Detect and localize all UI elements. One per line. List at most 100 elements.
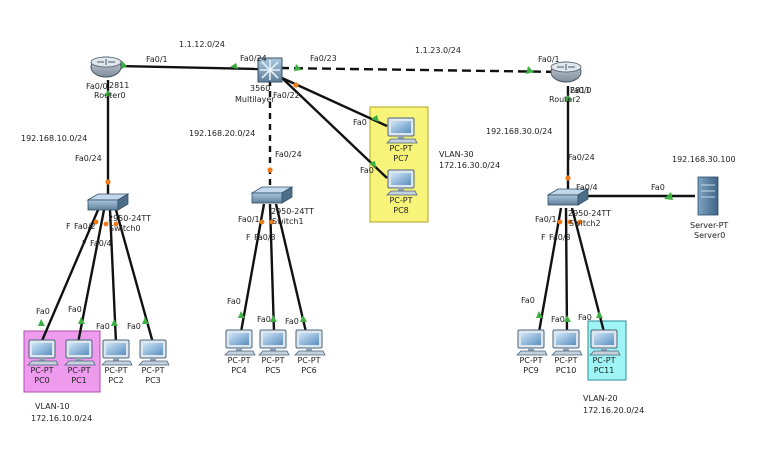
port-label: Fa0/2 [74,222,96,231]
device-name-label: Router2 [549,95,581,104]
link-up-indicator [596,311,603,318]
pc-name-label: PC8 [393,206,409,215]
device-name-label: Multilayer [235,95,275,104]
link-blocked-indicator [557,219,563,225]
link-ml-pc7[interactable] [281,76,388,128]
pc-layer: PC-PTPC0PC-PTPC1PC-PTPC2PC-PTPC3PC-PTPC4… [27,117,621,385]
link-blocked-indicator [103,221,109,227]
router2-device[interactable] [550,61,582,83]
device-name-label: Router0 [94,91,126,100]
device-model-label: 3560 [250,84,270,93]
link-sw1-pc6[interactable] [274,203,308,333]
link-ml-r2[interactable] [279,66,564,74]
device-model-label: Server-PT [690,221,728,230]
port-label: Fa0 [578,313,592,322]
link-up-indicator [120,60,127,70]
port-label: Fa0/4 [90,239,112,248]
pc-monitor-icon [224,329,256,356]
port-label: F [246,233,251,242]
network-label: 1.1.23.0/24 [415,46,461,55]
pc-name-label: PC4 [231,366,247,375]
pc-type-label: PC-PT [592,356,615,365]
port-label: Fa0/24 [568,153,595,162]
router0-device[interactable] [90,56,122,78]
port-label: Fa0/0 [570,86,592,95]
link-r0-ml[interactable] [116,64,259,71]
port-label: Fa0 [521,296,535,305]
link-sw2-pc9[interactable] [537,207,563,333]
link-ml-pc8[interactable] [281,77,388,179]
device-name-label: Switch2 [569,219,601,228]
link-blocked-indicator [577,219,583,225]
network-label: 1.1.12.0/24 [179,40,225,49]
pc-name-label: PC10 [556,366,577,375]
link-sw0-pc0[interactable] [39,209,100,344]
link-up-indicator [270,315,277,322]
link-up-indicator [536,311,543,318]
link-blocked-indicator [267,167,273,173]
device-model-label: 2950-24TT [568,209,611,218]
link-up-indicator [111,319,118,326]
port-label: Fa0/4 [576,183,598,192]
pc-monitor-icon [64,339,96,366]
link-up-indicator [564,315,571,322]
pc-monitor-icon [386,117,418,144]
port-label: Fa0/3 [549,233,571,242]
link-up-indicator [104,90,112,96]
link-sw2-pc10[interactable] [564,207,569,333]
port-label: F [66,222,71,231]
multilayer-switch-device[interactable] [257,57,283,83]
link-sw1-pc4[interactable] [239,203,266,333]
pc-type-label: PC-PT [389,196,412,205]
link-up-indicator [300,315,307,322]
link-blocked-indicator [293,82,299,88]
pc-monitor-icon [386,169,418,196]
switch2-device[interactable] [546,188,590,206]
link-sw2-pc11[interactable] [570,207,606,333]
pc-type-label: PC-PT [554,356,577,365]
link-blocked-indicator [259,219,265,225]
device-model-label: 2811 [570,86,590,95]
pc-monitor-icon [551,329,583,356]
port-label: Fa0/1 [538,55,560,64]
network-label: 192.168.20.0/24 [189,129,255,138]
port-label: Fa0 [227,297,241,306]
link-up-indicator [230,63,238,69]
pc-type-label: PC-PT [30,366,53,375]
vlan-subnet-label: 172.16.30.0/24 [439,161,500,170]
link-sw1-pc5[interactable] [268,203,276,333]
port-label: Fa0/3 [254,233,276,242]
pc-name-label: PC5 [265,366,281,375]
link-up-indicator [238,311,245,318]
pc-name-label: PC6 [301,366,317,375]
pc-monitor-icon [138,339,170,366]
link-indicators [38,60,673,326]
link-up-indicator [142,317,149,324]
switch0-device[interactable] [86,193,130,211]
vlan-subnet-label: 172.16.10.0/24 [31,414,92,423]
pc-type-label: PC-PT [261,356,284,365]
server0-device[interactable] [697,176,719,216]
switch1-device[interactable] [250,186,294,204]
pc-name-label: PC0 [34,376,50,385]
pc-name-label: PC11 [594,366,615,375]
pc-name-label: PC2 [108,376,124,385]
network-label: 192.168.30.0/24 [486,127,552,136]
link-blocked-indicator [105,179,111,185]
link-up-indicator [294,64,302,71]
pc-monitor-icon [516,329,548,356]
